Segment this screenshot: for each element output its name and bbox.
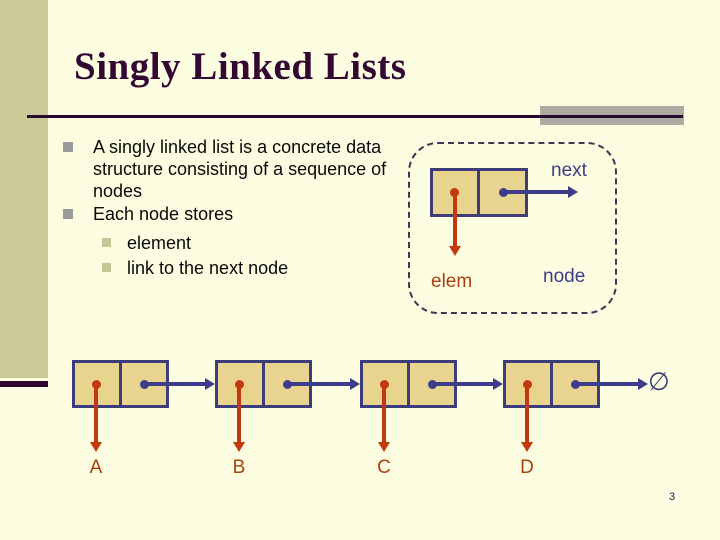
elem-pointer-arrow-line [237,388,241,442]
sidebar-strip [0,0,48,378]
next-pointer-dot [571,380,580,389]
next-pointer-arrow-line [579,382,638,386]
sub-bullet-text: link to the next node [127,258,289,278]
elem-pointer-arrowhead [233,442,245,452]
node-cell-divider [261,363,265,405]
next-pointer-arrow-line [436,382,493,386]
next-pointer-arrow-line [507,190,568,194]
node-cell-divider [406,363,410,405]
page-title: Singly Linked Lists [74,45,407,88]
elem-pointer-arrow-line [453,196,457,246]
next-pointer-arrowhead [205,378,215,390]
next-pointer-arrowhead [638,378,648,390]
next-pointer-arrowhead [568,186,578,198]
bullet-item: Each node stores [63,203,389,225]
page-number: 3 [666,491,679,503]
sub-bullet-item: element [102,232,423,254]
sidebar-strip-end-bar [0,381,48,387]
next-pointer-dot [499,188,508,197]
next-pointer-dot [428,380,437,389]
node-diagram-dashed-outline [408,142,617,314]
node-cell-divider [549,363,553,405]
elem-pointer-dot [450,188,459,197]
bullet-item: A singly linked list is a concrete data … [63,136,389,202]
next-pointer-arrowhead [350,378,360,390]
sub-bullet-text: element [127,233,192,253]
next-pointer-arrow-line [148,382,205,386]
elem-pointer-arrowhead [378,442,390,452]
title-underline [27,115,683,118]
element-label-b: B [232,457,246,478]
null-terminator-symbol: ∅ [648,368,670,396]
node-label: node [543,266,586,287]
next-pointer-arrowhead [493,378,503,390]
bullet-text: A singly linked list is a concrete data … [93,137,387,201]
elem-pointer-arrowhead [90,442,102,452]
next-pointer-arrow-line [291,382,350,386]
elem-pointer-arrow-line [525,388,529,442]
next-pointer-dot [140,380,149,389]
elem-pointer-arrow-line [382,388,386,442]
next-label: next [551,160,587,181]
sub-bullet-square-icon [102,263,111,272]
node-cell-divider [477,171,480,214]
element-label-d: D [520,457,534,478]
bullet-text: Each node stores [93,204,234,224]
bullet-square-icon [63,209,73,219]
node-cell-divider [118,363,122,405]
sub-bullet-item: link to the next node [102,257,423,279]
elem-pointer-arrow-line [94,388,98,442]
element-label-a: A [89,457,103,478]
elem-pointer-arrowhead [521,442,533,452]
bullet-square-icon [63,142,73,152]
next-pointer-dot [283,380,292,389]
elem-label: elem [431,271,473,292]
elem-pointer-dot [380,380,389,389]
elem-pointer-arrowhead [449,246,461,256]
elem-pointer-dot [92,380,101,389]
sub-bullet-square-icon [102,238,111,247]
elem-pointer-dot [523,380,532,389]
element-label-c: C [377,457,391,478]
elem-pointer-dot [235,380,244,389]
